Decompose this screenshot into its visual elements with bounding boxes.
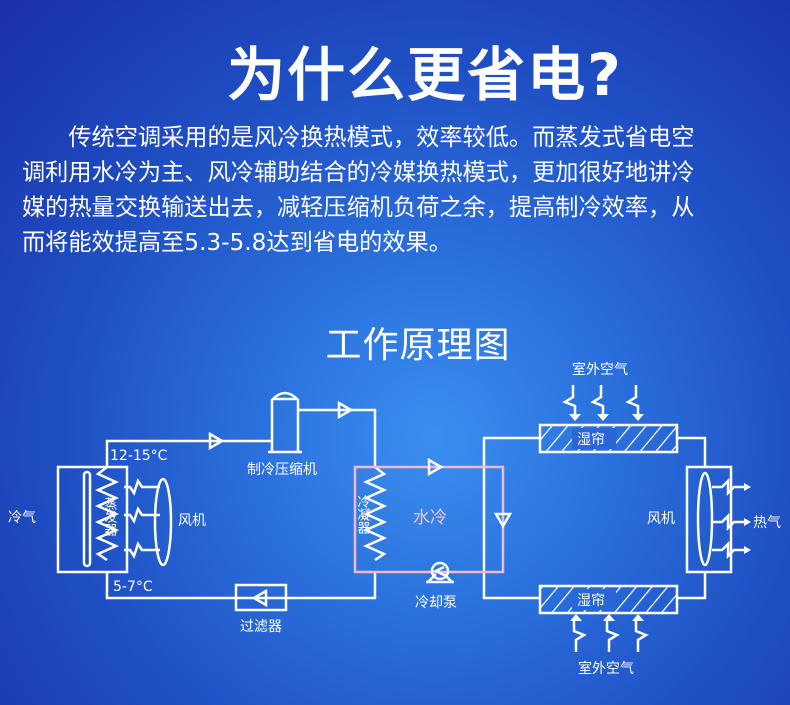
airflow-icon bbox=[124, 478, 160, 496]
outdoor-air-bottom-label: 室外空气 bbox=[578, 660, 634, 677]
cooling-pipe bbox=[677, 436, 707, 467]
outdoor-air-arrow bbox=[572, 619, 587, 652]
paragraph-line: 而将能效提高至5.3-5.8达到省电的效果。 bbox=[22, 229, 452, 256]
temp-high-label: 12-15°C bbox=[110, 448, 168, 464]
hot-air-arrow bbox=[712, 477, 744, 497]
cooling-pump-icon bbox=[426, 561, 454, 584]
cooling-pipe bbox=[482, 436, 540, 600]
description-paragraph: 传统空调采用的是风冷换热模式，效率较低。而蒸发式省电空 调利用水冷为主、风冷辅助… bbox=[22, 120, 782, 260]
temp-low-label: 5-7°C bbox=[113, 579, 153, 595]
evaporator-coil bbox=[94, 466, 120, 562]
paragraph-line: 媒的热量交换输送出去，减轻压缩机负荷之余，提高制冷效率，从 bbox=[22, 194, 695, 221]
refrigerant-pipe bbox=[298, 408, 377, 467]
flow-arrow bbox=[493, 512, 513, 529]
compressor-icon bbox=[270, 391, 300, 452]
flow-arrow bbox=[337, 400, 354, 420]
paragraph-line: 调利用水冷为主、风冷辅助结合的冷媒换热模式，更加很好地讲冷 bbox=[22, 159, 695, 186]
flow-arrow bbox=[427, 457, 444, 477]
wet-curtain-bottom-label: 湿帘 bbox=[577, 593, 605, 609]
page-title: 为什么更省电? bbox=[227, 41, 623, 109]
condenser-coil bbox=[362, 466, 388, 562]
hot-air-label: 热气 bbox=[753, 515, 781, 531]
evaporator-label: 蒸发器 bbox=[102, 497, 118, 537]
outdoor-air-arrow bbox=[625, 385, 640, 416]
outdoor-air-arrow bbox=[562, 385, 577, 416]
diagram-title: 工作原理图 bbox=[325, 325, 511, 366]
filter-label: 过滤器 bbox=[240, 619, 282, 635]
paragraph-line: 传统空调采用的是风冷换热模式，效率较低。而蒸发式省电空 bbox=[22, 124, 695, 151]
fan-left-label: 风机 bbox=[178, 513, 206, 529]
fan-right-icon bbox=[696, 471, 714, 567]
fan-left-icon bbox=[153, 477, 173, 567]
outdoor-air-arrow bbox=[634, 619, 649, 652]
compressor-label: 制冷压缩机 bbox=[247, 462, 317, 478]
outdoor-air-top-label: 室外空气 bbox=[572, 361, 628, 378]
cooling-pipe bbox=[677, 572, 707, 600]
fan-right-label: 风机 bbox=[647, 511, 675, 527]
outdoor-air-arrow bbox=[590, 385, 605, 416]
wet-curtain-top-label: 湿帘 bbox=[577, 432, 605, 448]
fan-right-box bbox=[685, 465, 733, 574]
pump-label: 冷却泵 bbox=[415, 595, 457, 611]
refrigerant-pipe bbox=[105, 439, 272, 467]
hot-air-arrow bbox=[712, 540, 744, 560]
flow-arrow bbox=[208, 431, 225, 451]
airflow-icon bbox=[124, 506, 160, 524]
refrigerant-pipe bbox=[105, 572, 377, 600]
cold-air-label: 冷气 bbox=[8, 510, 36, 526]
evaporator-box bbox=[56, 465, 129, 574]
condenser-label: 冷凝器 bbox=[355, 495, 371, 535]
flow-arrow bbox=[251, 588, 268, 608]
outdoor-air-arrow bbox=[605, 619, 620, 652]
filter-box bbox=[234, 583, 288, 612]
water-cooling-label: 水冷 bbox=[413, 508, 447, 528]
hot-air-arrow bbox=[712, 512, 744, 532]
airflow-icon bbox=[124, 541, 160, 559]
evaporator-plate bbox=[82, 470, 92, 568]
